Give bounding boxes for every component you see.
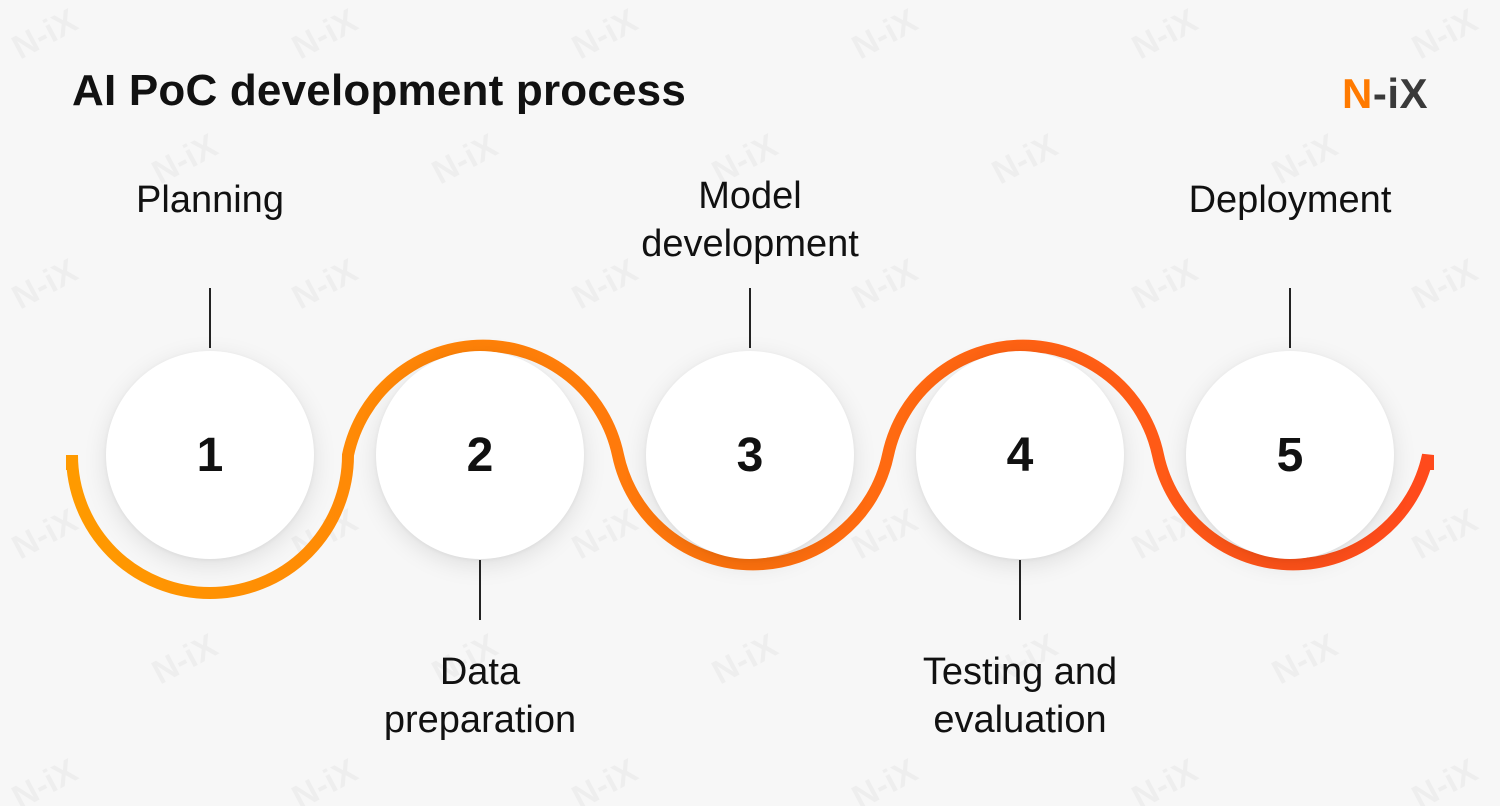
step-circle-5: 5 xyxy=(1186,351,1394,559)
step-connector-1 xyxy=(209,288,211,348)
step-connector-4 xyxy=(1019,560,1021,620)
wave-path xyxy=(66,339,1434,599)
step-circle-2: 2 xyxy=(376,351,584,559)
step-circle-3: 3 xyxy=(646,351,854,559)
step-number: 1 xyxy=(196,428,224,482)
step-number: 3 xyxy=(736,428,764,482)
step-label-5: Deployment xyxy=(1188,179,1392,221)
step-circle-4: 4 xyxy=(916,351,1124,559)
step-connector-2 xyxy=(479,560,481,620)
step-connector-3 xyxy=(749,288,751,348)
step-connector-5 xyxy=(1289,288,1291,348)
step-label-1: Planning xyxy=(136,179,284,221)
page-title: AI PoC development process xyxy=(72,66,687,115)
brand-logo: N-iX xyxy=(1342,70,1428,118)
step-number: 2 xyxy=(466,428,494,482)
step-number: 4 xyxy=(1006,428,1034,482)
step-number: 5 xyxy=(1276,428,1304,482)
logo-accent: N xyxy=(1341,70,1373,117)
logo-rest: -iX xyxy=(1372,70,1428,117)
step-circle-1: 1 xyxy=(106,351,314,559)
